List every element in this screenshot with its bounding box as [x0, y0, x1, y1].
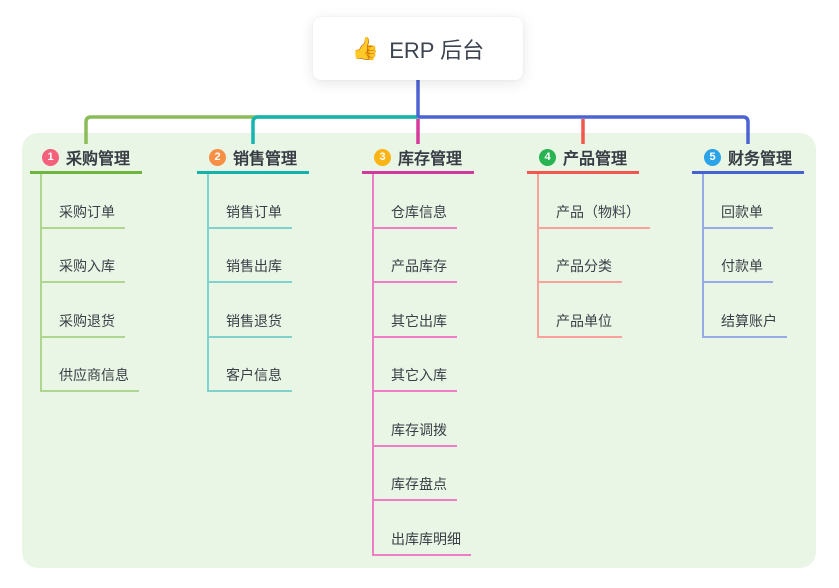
child-item[interactable]: 其它出库 — [374, 283, 457, 338]
child-item[interactable]: 回款单 — [704, 174, 773, 229]
branch-title-purchase[interactable]: 1 采购管理 — [30, 143, 142, 174]
branch-title-label: 库存管理 — [398, 151, 463, 168]
branch-title-finance[interactable]: 5 财务管理 — [692, 143, 804, 174]
root-node-erp[interactable]: 👍 ERP 后台 — [313, 17, 523, 80]
child-item[interactable]: 销售出库 — [209, 229, 292, 283]
branch-title-label: 销售管理 — [233, 151, 298, 168]
child-item-label: 出库库明细 — [391, 530, 461, 547]
child-item-label: 产品（物料） — [556, 203, 640, 220]
child-item-label: 销售订单 — [226, 203, 282, 220]
child-item[interactable]: 产品单位 — [539, 283, 622, 338]
child-item[interactable]: 库存盘点 — [374, 447, 457, 501]
branch-children: 仓库信息 产品库存 其它出库 其它入库 库存调拨 库存盘点 出库库明细 — [372, 174, 471, 556]
branch-title-sales[interactable]: 2 销售管理 — [197, 143, 309, 174]
child-item[interactable]: 供应商信息 — [42, 338, 139, 392]
branch-product: 4 产品管理 产品（物料） 产品分类 产品单位 — [527, 143, 650, 338]
branch-inventory: 3 库存管理 仓库信息 产品库存 其它出库 其它入库 库存调拨 库存盘点 出库库… — [362, 143, 474, 556]
child-item-label: 产品单位 — [556, 312, 612, 329]
branch-number-badge: 5 — [704, 148, 721, 166]
branch-purchase: 1 采购管理 采购订单 采购入库 采购退货 供应商信息 — [30, 143, 142, 392]
child-item[interactable]: 采购退货 — [42, 283, 125, 338]
child-item[interactable]: 产品分类 — [539, 229, 622, 283]
child-item[interactable]: 出库库明细 — [374, 501, 471, 556]
child-item-label: 销售出库 — [226, 258, 282, 274]
child-item[interactable]: 仓库信息 — [374, 174, 457, 229]
branch-title-label: 产品管理 — [563, 151, 628, 168]
child-item[interactable]: 销售订单 — [209, 174, 292, 229]
child-item-label: 仓库信息 — [391, 203, 447, 220]
branch-children: 产品（物料） 产品分类 产品单位 — [537, 174, 650, 338]
branch-sales: 2 销售管理 销售订单 销售出库 销售退货 客户信息 — [197, 143, 309, 392]
branch-children: 销售订单 销售出库 销售退货 客户信息 — [207, 174, 292, 392]
child-item-label: 其它出库 — [391, 312, 447, 329]
child-item[interactable]: 客户信息 — [209, 338, 292, 392]
branch-title-product[interactable]: 4 产品管理 — [527, 143, 639, 174]
child-item[interactable]: 采购订单 — [42, 174, 125, 229]
child-item-label: 产品分类 — [556, 258, 612, 274]
branches-background-panel — [22, 133, 816, 568]
child-item[interactable]: 产品（物料） — [539, 174, 650, 229]
child-item-label: 产品库存 — [391, 258, 447, 274]
child-item-label: 客户信息 — [226, 367, 282, 383]
branch-finance: 5 财务管理 回款单 付款单 结算账户 — [692, 143, 804, 338]
branch-number-badge: 4 — [539, 148, 556, 166]
child-item-label: 回款单 — [721, 203, 763, 220]
child-item[interactable]: 销售退货 — [209, 283, 292, 338]
branch-number-badge: 2 — [209, 148, 226, 166]
child-item[interactable]: 结算账户 — [704, 283, 787, 338]
child-item-label: 结算账户 — [721, 312, 777, 329]
branch-number-badge: 1 — [42, 148, 59, 166]
child-item-label: 其它入库 — [391, 367, 447, 383]
child-item-label: 供应商信息 — [59, 367, 129, 383]
branch-title-inventory[interactable]: 3 库存管理 — [362, 143, 474, 174]
branch-title-label: 财务管理 — [728, 151, 793, 168]
branch-children: 回款单 付款单 结算账户 — [702, 174, 787, 338]
root-node-label: ERP 后台 — [389, 37, 485, 63]
child-item-label: 销售退货 — [226, 312, 282, 329]
child-item-label: 采购入库 — [59, 258, 115, 274]
thumbs-up-icon: 👍 — [351, 35, 380, 61]
child-item-label: 库存调拨 — [391, 421, 447, 438]
child-item[interactable]: 产品库存 — [374, 229, 457, 283]
branch-number-badge: 3 — [374, 148, 391, 166]
child-item-label: 付款单 — [721, 258, 763, 274]
child-item[interactable]: 库存调拨 — [374, 392, 457, 447]
child-item-label: 采购订单 — [59, 203, 115, 220]
child-item[interactable]: 付款单 — [704, 229, 773, 283]
branch-title-label: 采购管理 — [66, 151, 131, 168]
child-item[interactable]: 采购入库 — [42, 229, 125, 283]
child-item-label: 采购退货 — [59, 312, 115, 329]
child-item-label: 库存盘点 — [391, 476, 447, 492]
child-item[interactable]: 其它入库 — [374, 338, 457, 392]
branch-children: 采购订单 采购入库 采购退货 供应商信息 — [40, 174, 139, 392]
